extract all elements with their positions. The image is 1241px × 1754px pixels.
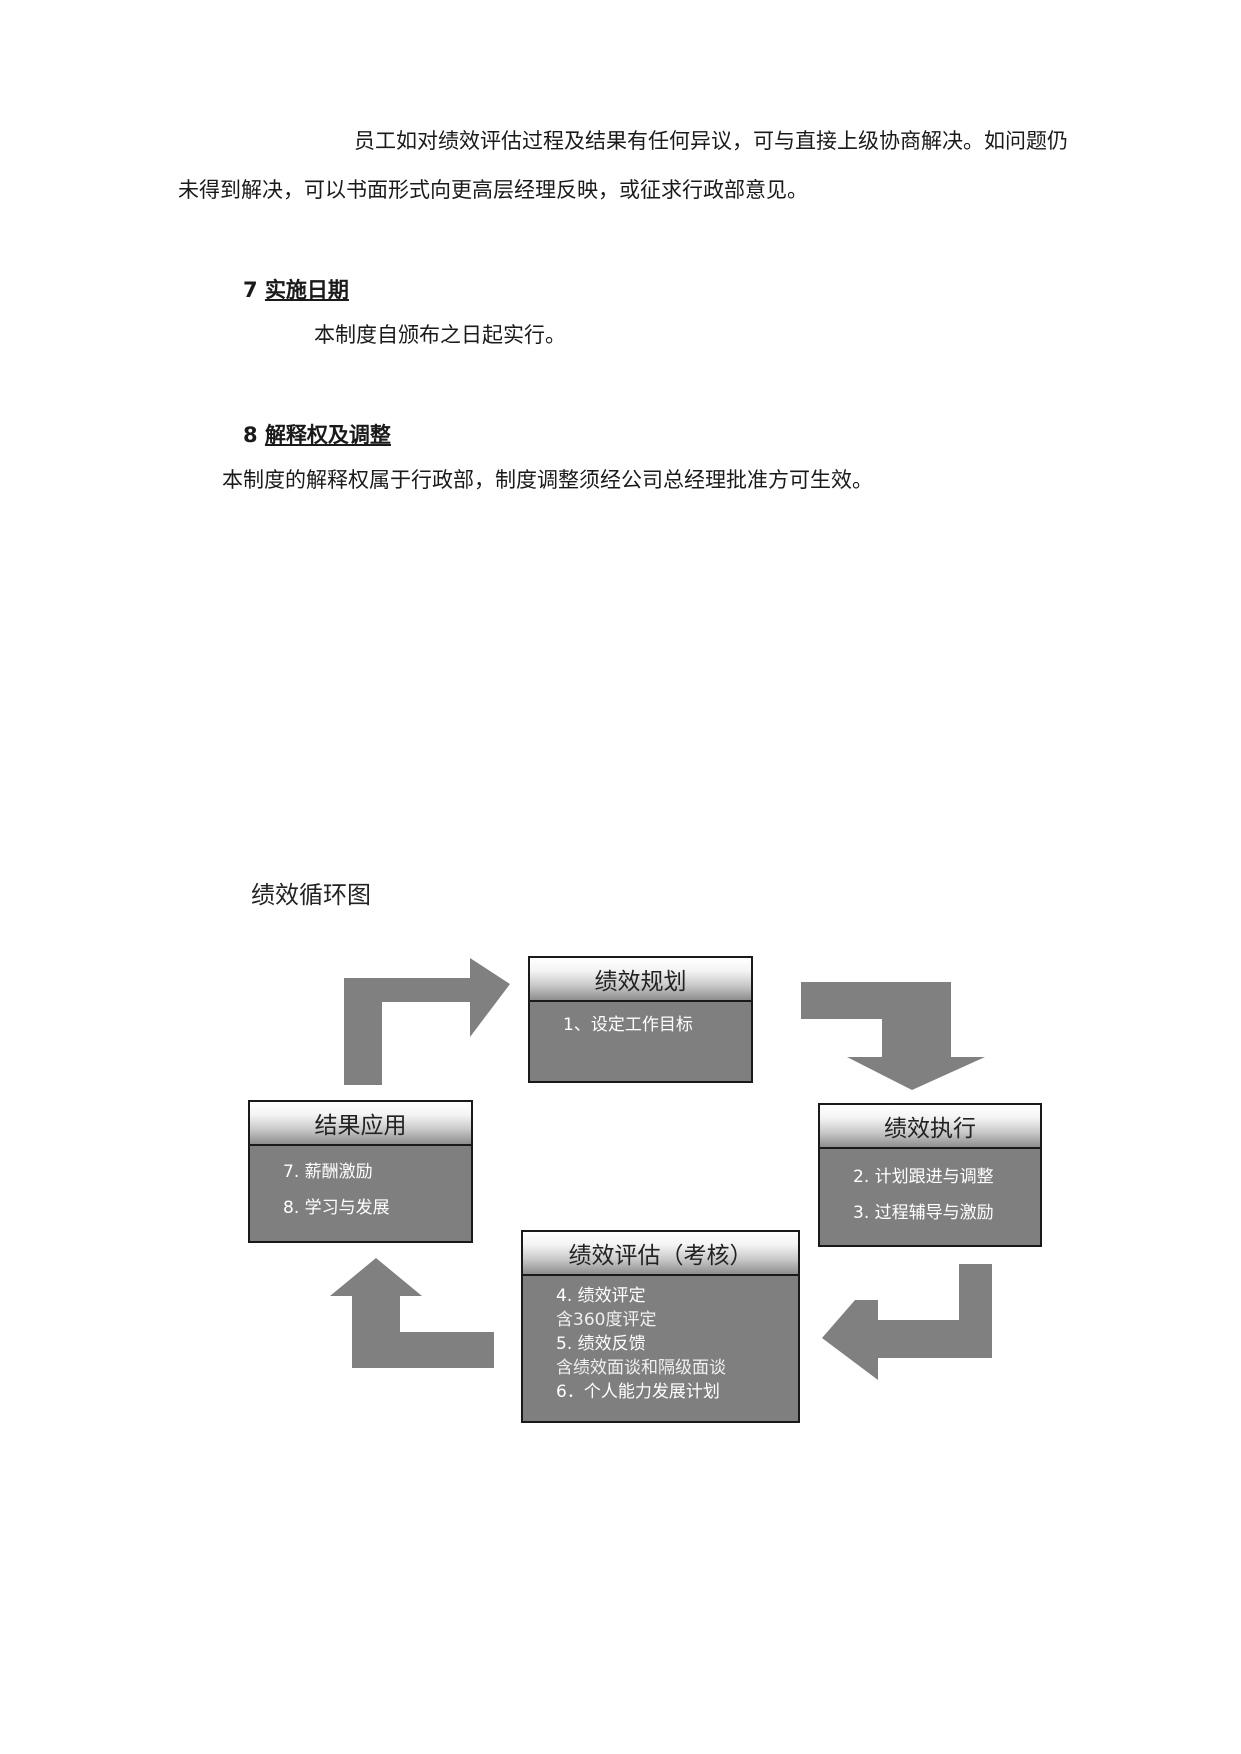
paragraph-line-1: 员工如对绩效评估过程及结果有任何异议，可与直接上级协商解决。如问题仍 [354,129,1068,153]
application-box-title: 结果应用 [250,1102,471,1146]
application-item-2: 8. 学习与发展 [283,1198,390,1218]
application-box-body: 7. 薪酬激励 8. 学习与发展 [250,1146,471,1226]
planning-box-title: 绩效规划 [530,958,751,1002]
diagram-title: 绩效循环图 [251,881,371,909]
section-8-title: 解释权及调整 [264,423,391,447]
execution-item-1: 2. 计划跟进与调整 [853,1167,994,1187]
section-7-heading: 7 实施日期 [243,274,349,304]
arrow-execution-to-evaluation [822,1264,992,1380]
execution-box-title: 绩效执行 [820,1105,1040,1149]
planning-box: 绩效规划 1、设定工作目标 [528,956,753,1083]
arrow-planning-to-execution [801,982,985,1090]
section-7-body: 本制度自颁布之日起实行。 [314,323,566,347]
evaluation-item-4: 含绩效面谈和隔级面谈 [556,1358,726,1378]
arrow-evaluation-to-application [330,1258,494,1368]
section-8-body: 本制度的解释权属于行政部，制度调整须经公司总经理批准方可生效。 [222,468,873,492]
execution-box: 绩效执行 2. 计划跟进与调整 3. 过程辅导与激励 [818,1103,1042,1247]
evaluation-box-title: 绩效评估（考核） [523,1232,798,1276]
execution-item-2: 3. 过程辅导与激励 [853,1203,994,1223]
section-8-heading: 8 解释权及调整 [243,419,391,449]
application-item-1: 7. 薪酬激励 [283,1162,373,1182]
section-8-number: 8 [243,423,265,447]
execution-box-body: 2. 计划跟进与调整 3. 过程辅导与激励 [820,1149,1040,1231]
application-box: 结果应用 7. 薪酬激励 8. 学习与发展 [248,1100,473,1243]
evaluation-box: 绩效评估（考核） 4. 绩效评定 含360度评定 5. 绩效反馈 含绩效面谈和隔… [521,1230,800,1423]
section-7-number: 7 [243,278,265,302]
evaluation-box-body: 4. 绩效评定 含360度评定 5. 绩效反馈 含绩效面谈和隔级面谈 6．个人能… [523,1276,798,1404]
section-7-title: 实施日期 [264,278,349,302]
evaluation-item-5: 6．个人能力发展计划 [556,1382,720,1402]
evaluation-item-1: 4. 绩效评定 [556,1286,646,1306]
planning-box-body: 1、设定工作目标 [530,1002,751,1035]
arrow-application-to-planning [344,958,510,1085]
planning-item-1: 1、设定工作目标 [563,1015,693,1035]
evaluation-item-3: 5. 绩效反馈 [556,1334,646,1354]
evaluation-item-2: 含360度评定 [556,1310,657,1330]
paragraph-line-2: 未得到解决，可以书面形式向更高层经理反映，或征求行政部意见。 [178,178,808,202]
